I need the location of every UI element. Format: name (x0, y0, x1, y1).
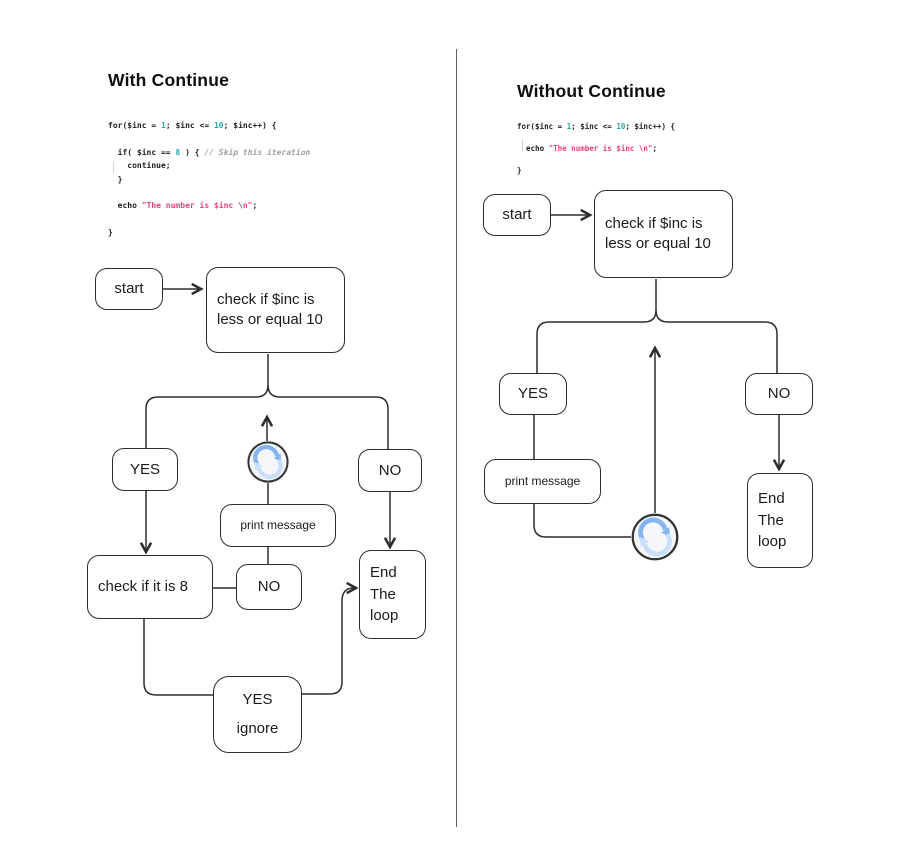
left-loop-sync-icon (246, 440, 290, 484)
left-code-block: for($inc = 1; $inc <= 10; $inc++) { if( … (108, 121, 311, 238)
connector-right-print-to-loop (533, 504, 631, 538)
connector-right-branch-no (655, 309, 778, 373)
right-node-print-message: print message (484, 459, 601, 504)
right-node-no: NO (745, 373, 813, 415)
connector-left-branch-no (267, 384, 389, 449)
connector-right-branch-yes (536, 279, 657, 373)
right-panel-title: Without Continue (517, 81, 666, 101)
left-node-end-loop: End The loop (359, 550, 426, 639)
left-node-check-if-8: check if it is 8 (87, 555, 213, 619)
left-node-print-message: print message (220, 504, 336, 547)
right-node-yes: YES (499, 373, 567, 415)
connector-left-branch-yes (145, 354, 269, 448)
right-node-end-loop: End The loop (747, 473, 813, 568)
left-node-no: NO (358, 449, 422, 492)
connector-left-ignore-to-end (302, 588, 356, 695)
left-node-yes-ignore: YES ignore (213, 676, 302, 753)
left-panel-title: With Continue (108, 70, 230, 90)
right-code-block: for($inc = 1; $inc <= 10; $inc++) { echo… (517, 122, 676, 175)
right-loop-sync-icon (630, 512, 680, 562)
connector-left-check8-to-ignore (143, 619, 213, 696)
right-indent-guide (522, 140, 523, 151)
right-node-check: check if $inc is less or equal 10 (594, 190, 733, 278)
right-node-start: start (483, 194, 551, 236)
left-node-yes: YES (112, 448, 178, 491)
panel-divider (456, 49, 457, 827)
left-node-no-small: NO (236, 564, 302, 610)
left-node-start: start (95, 268, 163, 310)
left-node-check: check if $inc is less or equal 10 (206, 267, 345, 353)
left-indent-guide (113, 161, 114, 173)
